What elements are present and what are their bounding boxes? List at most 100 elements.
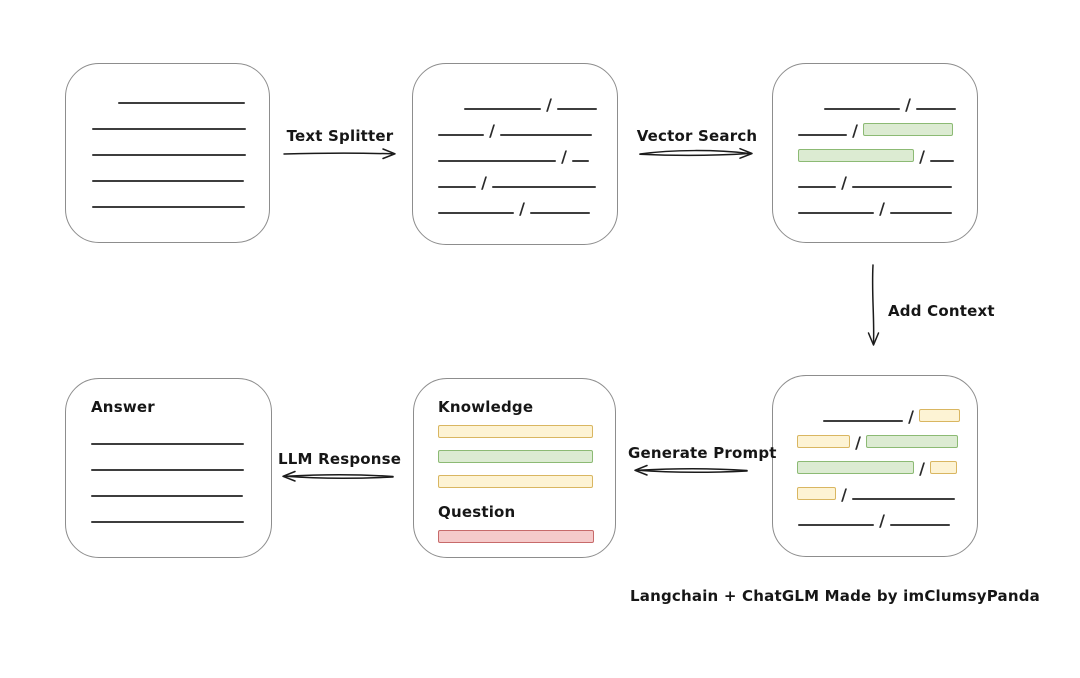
green-chunk-bar [863, 123, 953, 136]
chunk-row [66, 156, 269, 182]
slash-separator: / [481, 173, 487, 192]
text-splitter-label: Text Splitter [286, 127, 394, 145]
answer-contents: Answer [66, 379, 271, 523]
vector-search-arrow [639, 147, 753, 159]
text-line [890, 524, 950, 526]
generate-prompt-label: Generate Prompt [628, 444, 777, 462]
llm-response-arrow [282, 470, 394, 482]
text-line [92, 180, 244, 182]
green-chunk-bar [438, 450, 593, 463]
slash-separator: / [546, 95, 552, 114]
matched-chunks-box: / / / / / [772, 63, 978, 243]
chunk-row: / [413, 188, 617, 217]
text-line [92, 154, 246, 156]
yellow-chunk-bar [438, 475, 593, 488]
text-line [530, 212, 590, 214]
text-line [92, 206, 245, 208]
yellow-chunk-bar [919, 409, 960, 422]
chunk-row: / [773, 84, 977, 113]
matched-chunk-lines: / / / / / [773, 64, 977, 218]
add-context-arrow [867, 264, 880, 346]
answer-box: Answer [65, 378, 272, 558]
slash-separator: / [561, 147, 567, 166]
chunk-row: / [773, 110, 977, 140]
slash-separator: / [855, 433, 861, 452]
chunk-row: / [773, 448, 977, 478]
yellow-chunk-bar [930, 461, 957, 474]
context-chunks-box: ///// [772, 375, 978, 557]
slash-separator: / [852, 121, 858, 140]
line-slot [91, 497, 244, 523]
text-line [557, 108, 597, 110]
slash-separator: / [919, 459, 925, 478]
add-context-label: Add Context [888, 302, 995, 320]
green-chunk-bar [866, 435, 958, 448]
text-line [890, 212, 952, 214]
chunk-row: / [773, 422, 977, 452]
credit-text: Langchain + ChatGLM Made by imClumsyPand… [630, 587, 1040, 605]
chunk-row: / [773, 474, 977, 503]
yellow-chunk-bar [797, 435, 850, 448]
text-line [798, 524, 874, 526]
chunk-row: / [413, 136, 617, 166]
chunk-row: / [773, 500, 977, 530]
chunk-row: / [413, 162, 617, 192]
slash-separator: / [879, 511, 885, 530]
text-line [572, 160, 589, 162]
text-line [91, 469, 244, 471]
text-line [852, 498, 955, 500]
line-slot [91, 471, 243, 497]
chunk-row: / [413, 84, 617, 114]
split-chunk-lines: ///// [413, 64, 617, 217]
text-line [91, 495, 243, 497]
red-chunk-bar [438, 530, 594, 543]
text-line [91, 443, 244, 445]
yellow-chunk-bar [797, 487, 836, 500]
text-line [916, 108, 956, 110]
slash-separator: / [879, 199, 885, 218]
llm-response-label: LLM Response [278, 450, 402, 468]
text-line [798, 212, 874, 214]
slash-separator: / [919, 147, 925, 166]
slash-separator: / [489, 121, 495, 140]
chunk-row [66, 78, 269, 104]
slash-separator: / [841, 173, 847, 192]
document-lines [66, 64, 269, 208]
text-line [438, 212, 514, 214]
yellow-chunk-bar [438, 425, 593, 438]
text-line [91, 521, 244, 523]
text-line [118, 102, 245, 104]
text-line [464, 108, 541, 110]
green-chunk-bar [797, 461, 914, 474]
chunk-row [66, 130, 269, 156]
question-label: Question [438, 503, 516, 521]
chunk-row: / [773, 136, 977, 166]
source-document-box [65, 63, 270, 243]
text-line [438, 186, 476, 188]
chunk-row: / [773, 396, 977, 425]
text-line [852, 186, 952, 188]
green-chunk-bar [798, 149, 914, 162]
text-line [438, 160, 556, 162]
text-line [92, 128, 246, 130]
chunk-row: / [413, 110, 617, 140]
chunk-row: / [773, 188, 977, 218]
line-slot [91, 419, 244, 445]
vector-search-label: Vector Search [636, 127, 758, 145]
generate-prompt-arrow [634, 464, 748, 476]
split-chunks-box: ///// [412, 63, 618, 245]
chunk-row: / [773, 162, 977, 192]
line-slot [91, 445, 244, 471]
chunk-row [66, 182, 269, 208]
text-line [492, 186, 596, 188]
answer-label: Answer [91, 398, 155, 416]
text-splitter-arrow [283, 148, 396, 160]
text-line [823, 420, 903, 422]
knowledge-label: Knowledge [438, 398, 534, 416]
text-line [500, 134, 592, 136]
text-line [798, 134, 847, 136]
text-line [824, 108, 900, 110]
